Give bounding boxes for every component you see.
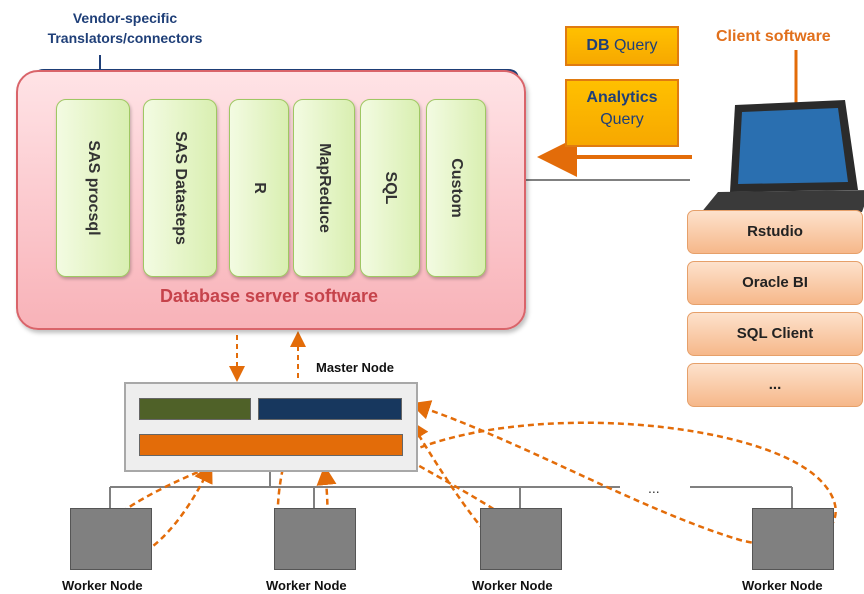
analytics-query-box: Analytics Query <box>565 79 679 147</box>
client-software-label: Client software <box>716 28 831 45</box>
database-server-label: Database server software <box>159 286 379 306</box>
connector-label: SQL <box>382 171 399 205</box>
connector-mapreduce: MapReduce <box>293 99 355 277</box>
client-tool-more: ... <box>687 363 863 407</box>
master-node-label: Master Node <box>316 360 395 375</box>
connector-label: Custom <box>448 158 465 218</box>
worker-node-label-1: Worker Node <box>62 578 143 593</box>
analytics-query-rest: Query <box>600 111 644 128</box>
connector-label: R <box>251 182 268 194</box>
db-query-bold: DB <box>586 37 610 54</box>
worker-node-3 <box>480 508 562 570</box>
connector-sql: SQL <box>360 99 420 277</box>
connector-custom: Custom <box>426 99 486 277</box>
worker-node-label-2: Worker Node <box>266 578 347 593</box>
worker-node-4 <box>752 508 834 570</box>
worker-node-label-3: Worker Node <box>472 578 553 593</box>
more-nodes-ellipsis: ... <box>648 480 660 496</box>
connector-label: SAS procsql <box>85 140 102 236</box>
worker-node-2 <box>274 508 356 570</box>
db-query-rest: Query <box>613 37 658 54</box>
connector-sas-datasteps: SAS Datasteps <box>143 99 217 277</box>
vendor-label-line2: Translators/connectors <box>47 30 203 46</box>
master-bar-orange <box>139 434 403 456</box>
worker-node-1 <box>70 508 152 570</box>
master-bar-blue <box>258 398 402 420</box>
connector-label: SAS Datasteps <box>172 131 189 245</box>
master-node-box <box>124 382 418 472</box>
client-tool-rstudio: Rstudio <box>687 210 863 254</box>
client-tool-oracle-bi: Oracle BI <box>687 261 863 305</box>
vendor-label-line1: Vendor-specific <box>72 10 178 26</box>
master-bar-green <box>139 398 251 420</box>
connector-sas-procsql: SAS procsql <box>56 99 130 277</box>
network-lines <box>109 470 793 508</box>
vendor-label: Vendor-specific Translators/connectors <box>20 8 230 48</box>
connector-r: R <box>229 99 289 277</box>
client-tool-sql-client: SQL Client <box>687 312 863 356</box>
analytics-query-bold: Analytics <box>586 89 658 106</box>
connector-label: MapReduce <box>316 143 333 233</box>
db-query-box: DB Query <box>565 26 679 66</box>
laptop-icon <box>700 100 864 214</box>
worker-node-label-4: Worker Node <box>742 578 823 593</box>
